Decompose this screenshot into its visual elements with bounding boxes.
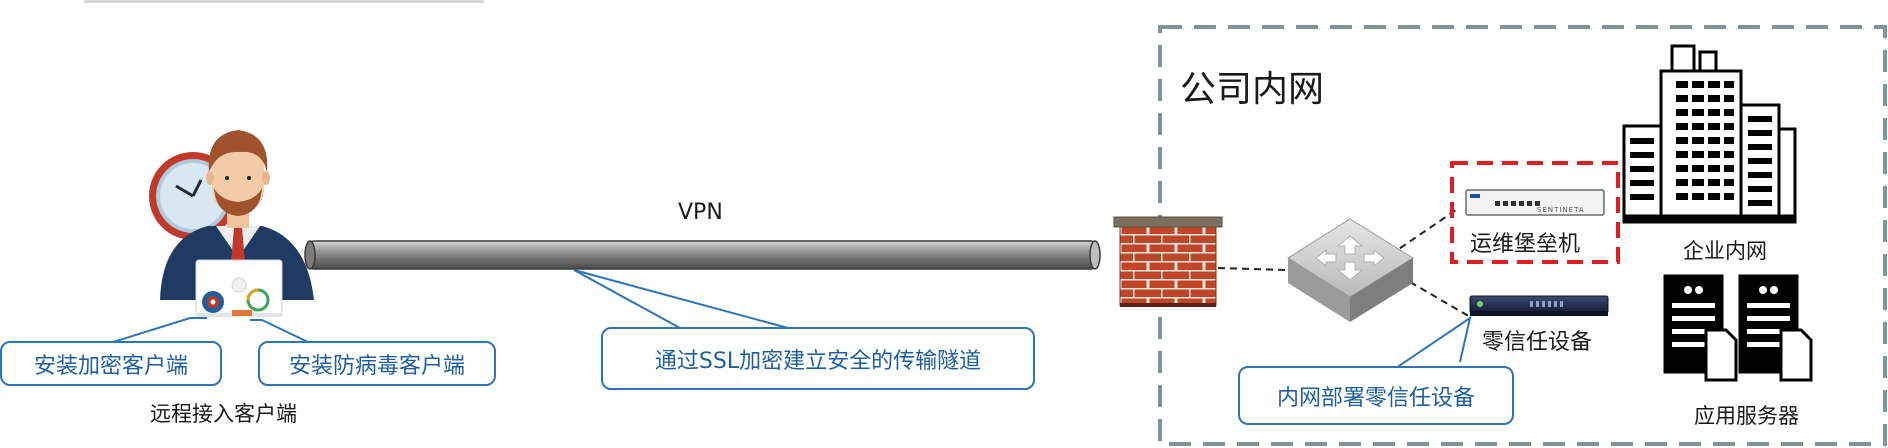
callout-antivirus-client-text: 安装防病毒客户端: [288, 353, 465, 379]
callout-ssl-tunnel: 通过SSL加密建立安全的传输隧道: [601, 327, 1035, 390]
top-divider: [84, 0, 484, 3]
enterprise-network-label: 企业内网: [1683, 239, 1767, 263]
application-servers-label: 应用服务器: [1694, 404, 1799, 428]
vpn-tunnel-pipe: [304, 240, 1101, 270]
zero-trust-device: [1469, 295, 1609, 316]
bastion-device-brand: SENTINETA: [1537, 206, 1585, 214]
callout-ssl-tunnel-text: 通过SSL加密建立安全的传输隧道: [654, 348, 982, 374]
callout-deploy-zero-trust-text: 内网部署零信任设备: [1276, 385, 1475, 411]
bastion-highlight-border: [1450, 161, 1620, 264]
remote-user-icon: [149, 130, 314, 317]
vpn-label: VPN: [678, 200, 723, 225]
network-links: [1217, 209, 1473, 319]
callout-deploy-zero-trust: 内网部署零信任设备: [1238, 366, 1514, 425]
building-windows: [1630, 81, 1772, 206]
callout-pointers: [109, 269, 1472, 369]
callout-antivirus-client: 安装防病毒客户端: [258, 341, 496, 386]
firewall-icon: [1113, 216, 1223, 307]
zero-trust-label: 零信任设备: [1482, 330, 1593, 355]
bastion-label: 运维堡垒机: [1470, 232, 1581, 257]
bastion-host-device: [1465, 189, 1605, 216]
callout-encrypt-client-text: 安装加密客户端: [33, 353, 188, 379]
intranet-title: 公司内网: [1180, 69, 1325, 110]
callout-encrypt-client: 安装加密客户端: [0, 341, 222, 386]
application-server-icon: [1663, 274, 1813, 382]
remote-client-caption: 远程接入客户端: [150, 402, 297, 426]
router-switch-icon: [1287, 218, 1414, 322]
